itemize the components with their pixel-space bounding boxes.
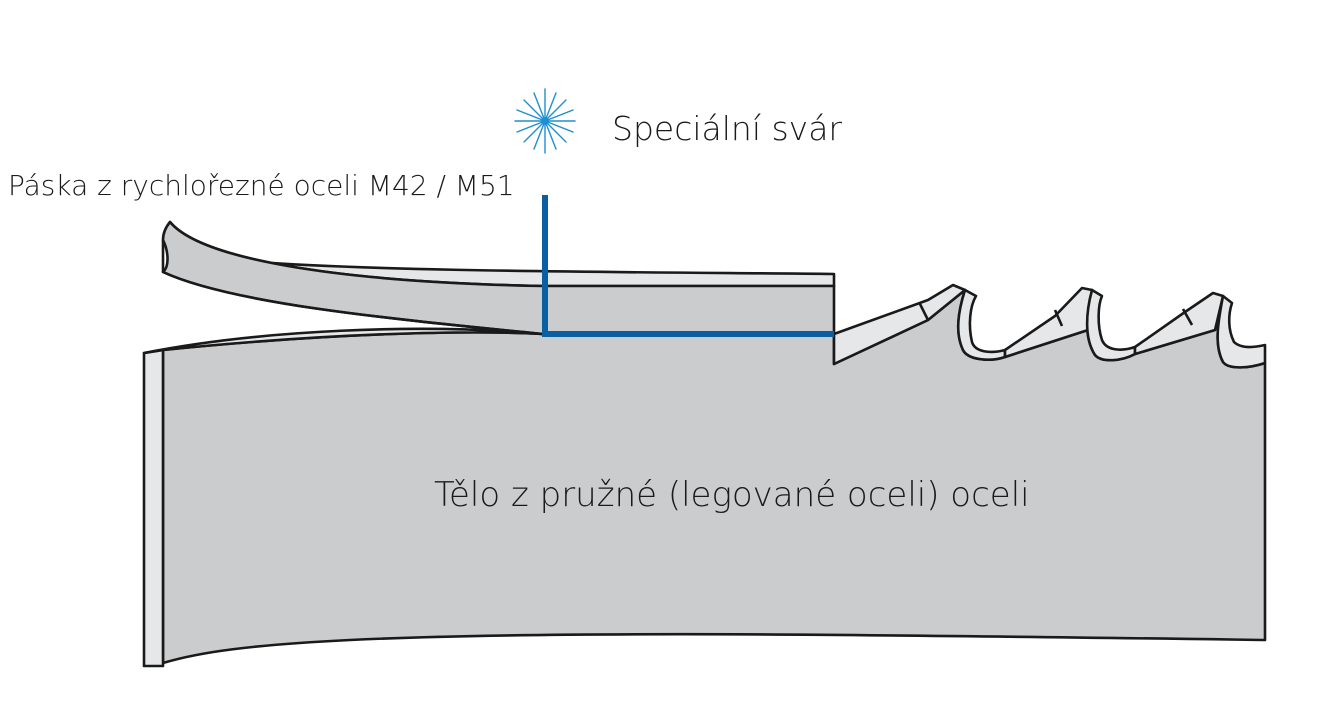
hss-strip (161, 220, 836, 336)
weld-label: Speciální svár (612, 109, 842, 148)
tooth-2-gullet (1085, 288, 1137, 362)
tooth-3-gullet (1216, 294, 1267, 369)
blade-body-label: Tělo z pružné (legované oceli) oceli (434, 475, 1030, 515)
tooth-3-tip (1181, 308, 1194, 326)
hss-strip-contour (162, 270, 544, 336)
hss-strip-label: Páska z rychlořezné oceli M42 / M51 (8, 169, 515, 202)
tooth-1-gullet (956, 288, 1007, 361)
weld-line (542, 195, 834, 337)
blade-body-edge (142, 348, 165, 668)
saw-teeth (832, 283, 1267, 369)
spark-icon (514, 88, 576, 154)
tooth-2-tip (1053, 309, 1064, 327)
tooth-1-tip (918, 303, 930, 321)
